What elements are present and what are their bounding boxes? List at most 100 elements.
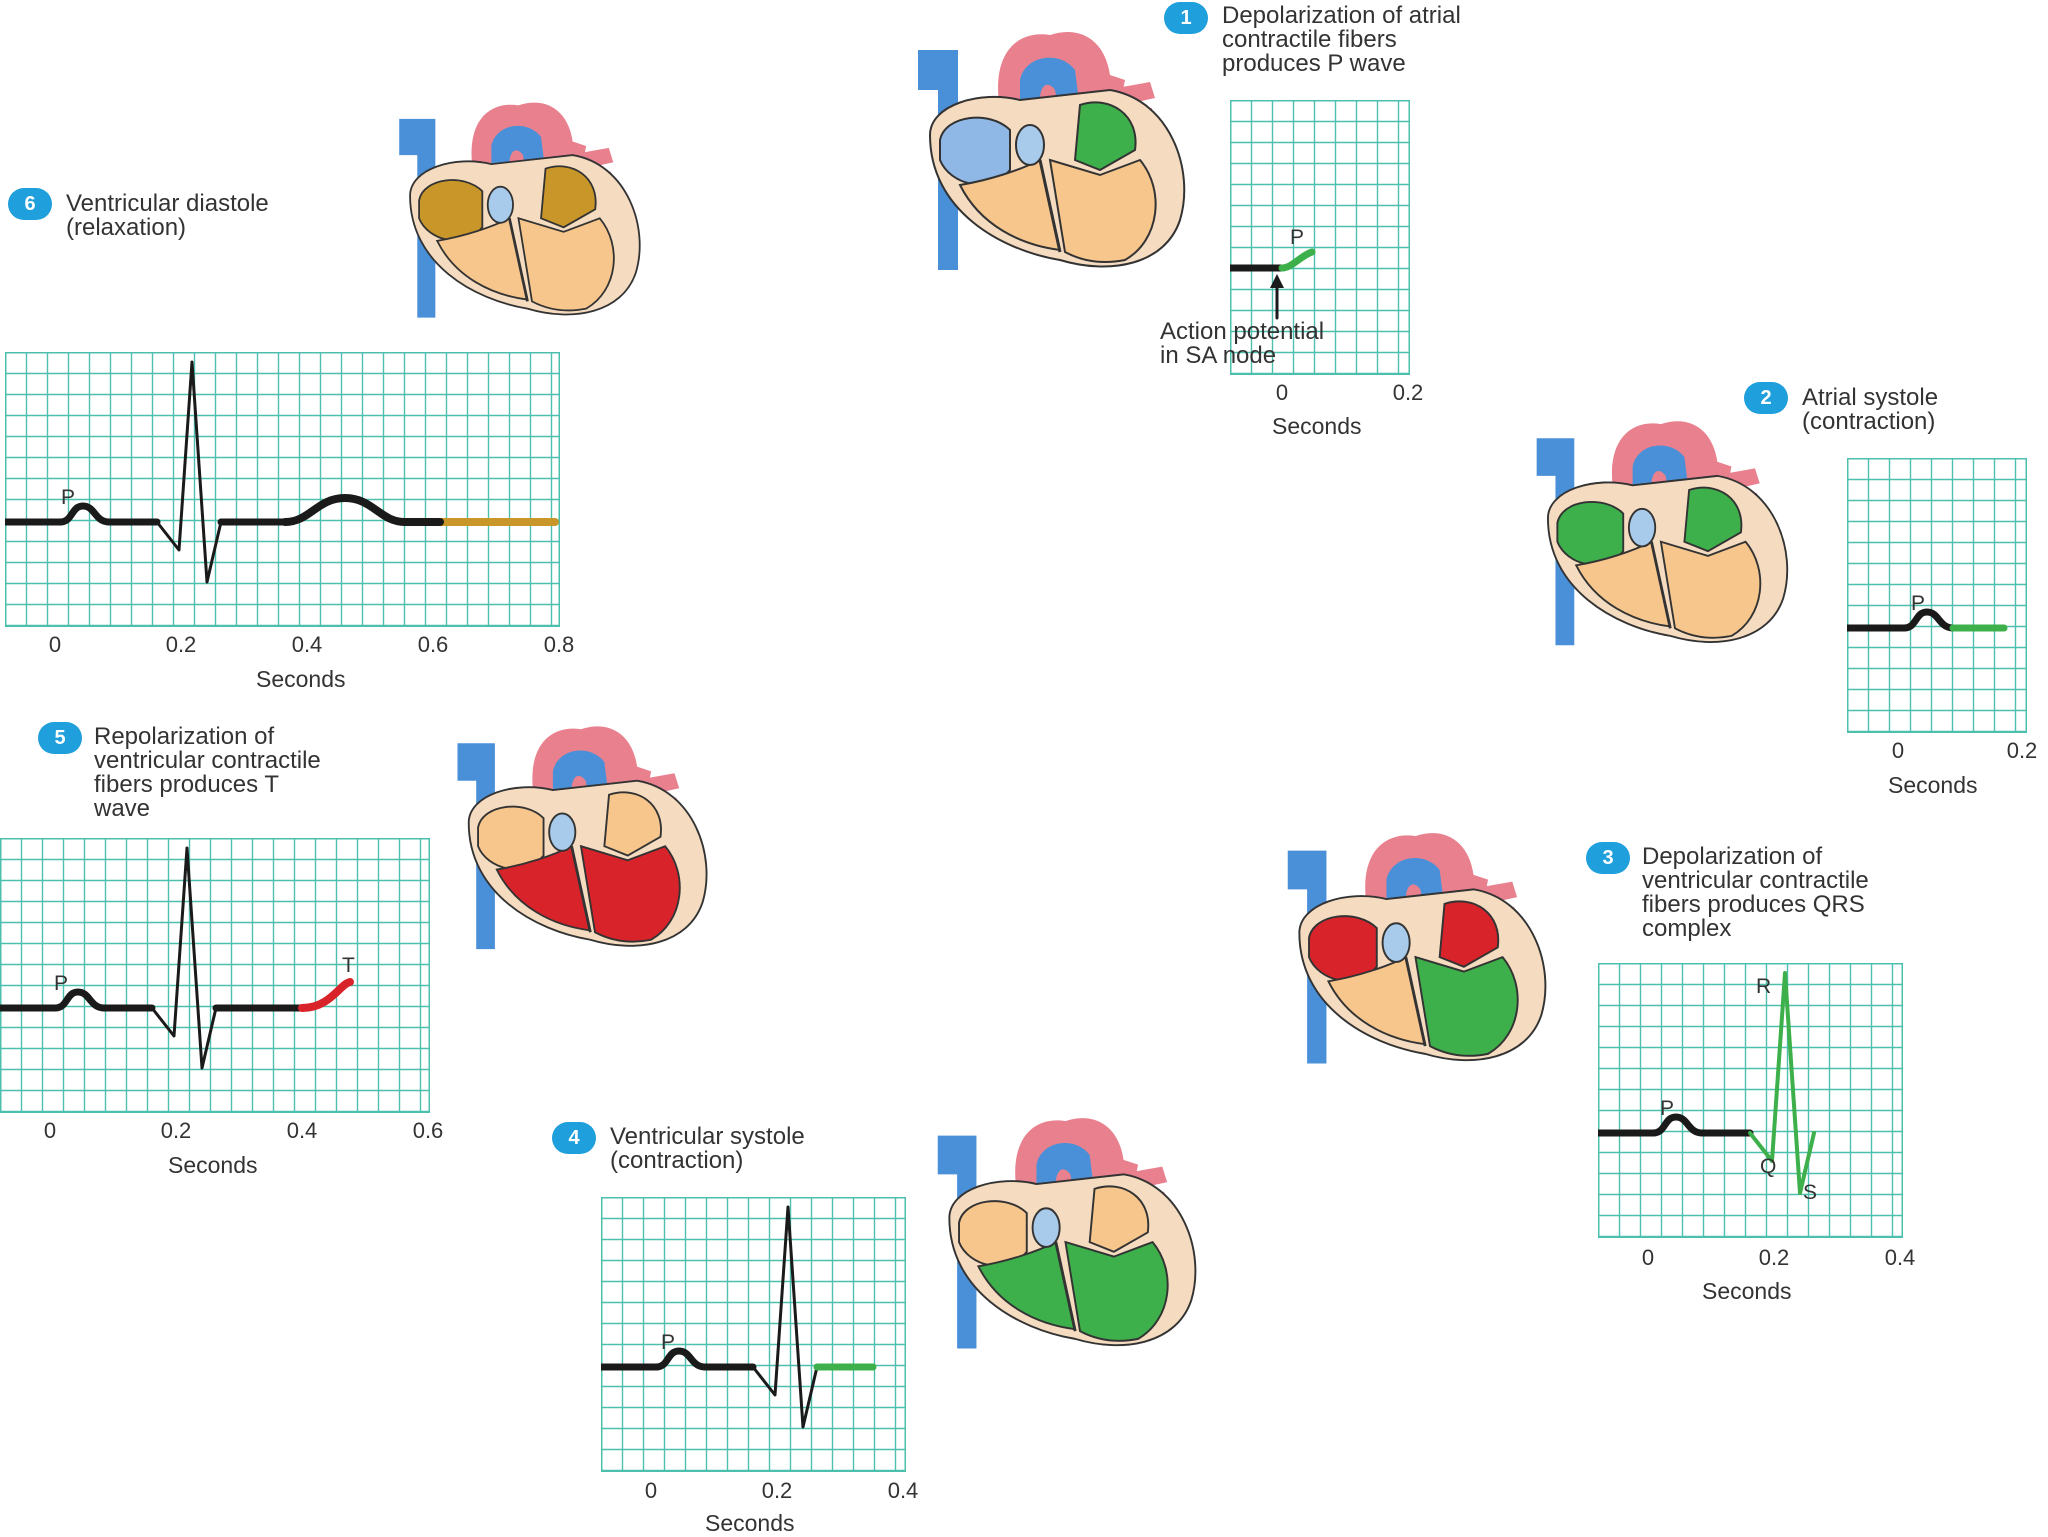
ecg-grid: [1847, 458, 2027, 733]
qrs-complex: [751, 1205, 819, 1429]
ecg-chart-2: P: [1847, 458, 2027, 733]
grid-border: [0, 838, 430, 1113]
qrs-complex: [1748, 971, 1816, 1195]
septum: [1054, 1241, 1077, 1332]
grid-border: [5, 352, 560, 627]
x-axis-label: Seconds: [256, 666, 346, 692]
tick-label: 0.8: [543, 632, 575, 657]
grid-border: [1847, 458, 2027, 733]
left-atrium: [1438, 900, 1500, 968]
arrow-head-icon: [1270, 274, 1284, 288]
septum: [508, 218, 529, 302]
right-atrium: [939, 116, 1011, 186]
heart-illustration-3: [1287, 833, 1547, 1064]
step-5-badge: 5: [38, 722, 82, 754]
tick-label: 0.4: [887, 1478, 919, 1503]
tick-label: 0: [48, 632, 62, 657]
step-3-badge: 3: [1586, 842, 1630, 874]
step-6-caption: Ventricular diastole (relaxation): [66, 190, 269, 241]
p-wave: [51, 988, 108, 1012]
qrs-complex: [155, 360, 223, 584]
tick-label: 0.2: [2006, 738, 2038, 763]
grid-border: [1598, 963, 1903, 1238]
heart-illustration-6: [399, 102, 641, 318]
tick-label: 0.2: [1392, 380, 1424, 405]
valve-icon: [486, 185, 514, 224]
left-ventricle: [1048, 158, 1157, 263]
ecg-chart-4: P: [601, 1197, 906, 1472]
left-atrium: [1683, 486, 1743, 553]
right-atrium: [418, 179, 484, 242]
valve-icon: [1031, 1207, 1061, 1248]
valve-icon: [1381, 922, 1411, 963]
step-4-badge: 4: [552, 1122, 596, 1154]
heart-icon: [457, 726, 708, 950]
x-axis-label: Seconds: [1272, 413, 1362, 439]
tick-label: 0.4: [286, 1118, 318, 1143]
valve-icon: [1627, 507, 1657, 548]
p-wave-label: P: [661, 1331, 675, 1354]
step-4-caption: Ventricular systole (contraction): [610, 1123, 805, 1174]
left-atrium: [1073, 101, 1137, 172]
left-atrium: [603, 791, 662, 857]
tick-label: 0.4: [1884, 1245, 1916, 1270]
step-5-caption: Repolarization of ventricular contractil…: [94, 723, 321, 822]
tick-label: 0.2: [160, 1118, 192, 1143]
tick-label: 0: [1641, 1245, 1655, 1270]
tick-label: 0.6: [412, 1118, 444, 1143]
r-wave-label: R: [1756, 975, 1771, 998]
ecg-grid: [5, 352, 560, 627]
left-ventricle: [579, 844, 681, 943]
x-axis-label: Seconds: [168, 1152, 258, 1178]
tick-label: 0: [1891, 738, 1905, 763]
tick-label: 0: [1275, 380, 1289, 405]
p-wave-label: P: [1911, 592, 1925, 615]
ecg-chart-6: P: [5, 352, 560, 627]
heart-icon: [918, 31, 1186, 270]
q-wave-label: Q: [1760, 1155, 1776, 1178]
left-ventricle: [1064, 1240, 1169, 1342]
right-atrium: [1308, 915, 1378, 982]
ecg-chart-1: P: [1230, 100, 1410, 375]
ecg-grid: [601, 1197, 906, 1472]
s-wave-label: S: [1803, 1181, 1817, 1204]
valve-icon: [548, 812, 577, 852]
right-atrium: [1556, 500, 1625, 566]
heart-illustration-4: [937, 1118, 1197, 1349]
qrs-complex: [150, 846, 218, 1070]
x-axis-label: Seconds: [705, 1510, 795, 1536]
septum: [570, 845, 592, 933]
left-ventricle: [1659, 540, 1762, 639]
p-wave-label: P: [1660, 1097, 1674, 1120]
tick-label: 0.2: [165, 632, 197, 657]
left-atrium: [540, 165, 597, 229]
ecg-grid: [1230, 100, 1410, 375]
x-axis-label: Seconds: [1702, 1278, 1792, 1304]
sa-node-note: Action potential in SA node: [1160, 318, 1325, 369]
septum: [1650, 541, 1672, 629]
p-wave: [56, 502, 113, 526]
ecg-chart-5: PT: [0, 838, 430, 1113]
step-2-caption: Atrial systole (contraction): [1802, 384, 1939, 435]
p-wave: [652, 1347, 709, 1371]
heart-icon: [399, 102, 641, 318]
tick-label: 0: [644, 1478, 658, 1503]
vena-cava-icon: [457, 743, 495, 950]
heart-icon: [1536, 421, 1789, 646]
vena-cava-icon: [399, 118, 436, 318]
tick-label: 0.2: [1758, 1245, 1790, 1270]
heart-illustration-2: [1536, 421, 1789, 646]
p-wave-label: P: [54, 972, 68, 995]
t-wave-label: T: [342, 954, 355, 977]
p-wave-label: P: [61, 486, 75, 509]
p-wave-label: P: [1290, 226, 1304, 249]
step-6-badge: 6: [8, 188, 52, 220]
right-atrium: [477, 805, 545, 871]
ecg-chart-3: P Q R S: [1598, 963, 1903, 1238]
tick-label: 0: [43, 1118, 57, 1143]
p-wave-start: [1278, 248, 1316, 272]
step-3-caption: Depolarization of ventricular contractil…: [1642, 843, 1869, 942]
septum: [1404, 956, 1427, 1047]
heart-illustration-5: [457, 726, 708, 950]
ecg-grid: [1598, 963, 1903, 1238]
